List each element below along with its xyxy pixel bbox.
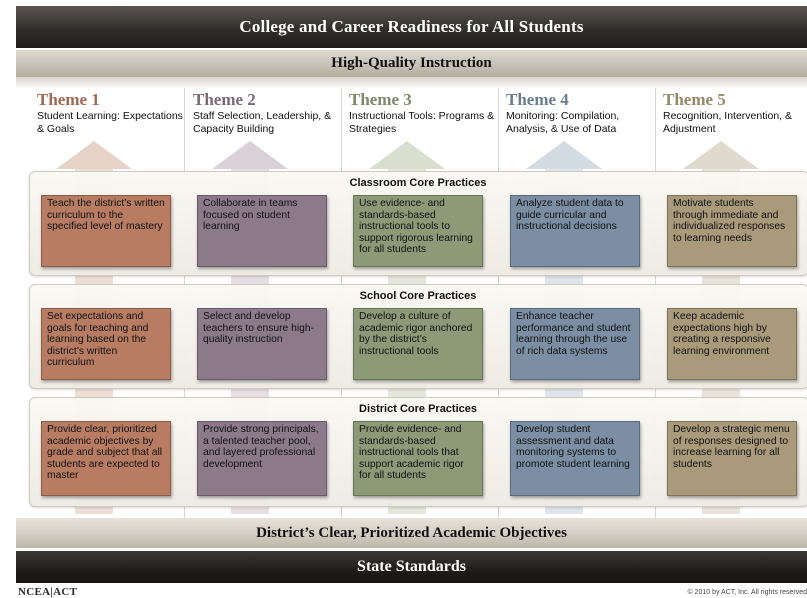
classroom-practice-theme-4: Analyze student data to guide curricular… <box>510 195 640 267</box>
theme-4-subtitle: Monitoring: Compilation, Analysis, & Use… <box>506 110 620 135</box>
district-practice-theme-2: Provide strong principals, a talented te… <box>197 421 327 496</box>
main-title-banner: College and Career Readiness for All Stu… <box>16 6 807 48</box>
theme-3-title: Theme 3 <box>349 90 412 109</box>
classroom-practices-title: Classroom Core Practices <box>349 177 487 189</box>
theme-2-title: Theme 2 <box>193 90 256 109</box>
school-practice-theme-4: Enhance teacher performance and student … <box>510 308 640 380</box>
school-practice-theme-3: Develop a culture of academic rigor anch… <box>353 308 483 380</box>
theme-5-subtitle: Recognition, Intervention, & Adjustment <box>663 110 792 135</box>
school-practice-theme-1: Set expectations and goals for teaching … <box>41 308 171 380</box>
classroom-practice-theme-1: Teach the district’s written curriculum … <box>41 195 171 267</box>
theme-2-arrow-head <box>212 141 288 169</box>
main-title: College and Career Readiness for All Stu… <box>239 17 584 36</box>
district-practice-theme-4: Develop student assessment and data moni… <box>510 421 640 496</box>
district-practice-theme-5: Develop a strategic menu of responses de… <box>667 421 797 496</box>
theme-1-subtitle: Student Learning: Expectations & Goals <box>37 110 183 135</box>
district-objectives-label: District’s Clear, Prioritized Academic O… <box>256 524 567 541</box>
theme-3-heading: Theme 3 Instructional Tools: Programs & … <box>349 91 497 136</box>
school-practices-title: School Core Practices <box>359 290 477 302</box>
theme-4-title: Theme 4 <box>506 90 569 109</box>
theme-4-arrow-head <box>526 141 602 169</box>
high-quality-instruction-banner: High-Quality Instruction <box>16 50 807 77</box>
theme-2-heading: Theme 2 Staff Selection, Leadership, & C… <box>193 91 341 136</box>
theme-5-title: Theme 5 <box>663 90 726 109</box>
theme-1-heading: Theme 1 Student Learning: Expectations &… <box>37 91 185 136</box>
theme-5-arrow-head <box>683 141 759 169</box>
classroom-practice-theme-3: Use evidence- and standards-based instru… <box>353 195 483 267</box>
theme-3-subtitle: Instructional Tools: Programs & Strategi… <box>349 110 495 135</box>
state-standards-banner: State Standards <box>16 551 807 583</box>
theme-1-arrow-head <box>56 141 132 169</box>
school-practice-theme-2: Select and develop teachers to ensure hi… <box>197 308 327 380</box>
theme-5-heading: Theme 5 Recognition, Intervention, & Adj… <box>663 91 807 136</box>
classroom-practice-theme-5: Motivate students through immediate and … <box>667 195 797 267</box>
theme-3-arrow-head <box>369 141 445 169</box>
high-quality-instruction-label: High-Quality Instruction <box>331 55 492 71</box>
theme-1-title: Theme 1 <box>37 90 100 109</box>
school-practice-theme-5: Keep academic expectations high by creat… <box>667 308 797 380</box>
ncea-act-logo: NCEA|ACT <box>18 586 78 598</box>
state-standards-label: State Standards <box>357 558 466 575</box>
theme-2-subtitle: Staff Selection, Leadership, & Capacity … <box>193 110 332 135</box>
district-practices-title: District Core Practices <box>359 403 477 415</box>
district-objectives-banner: District’s Clear, Prioritized Academic O… <box>16 518 807 548</box>
district-practice-theme-3: Provide evidence- and standards-based in… <box>353 421 483 496</box>
district-practice-theme-1: Provide clear, prioritized academic obje… <box>41 421 171 496</box>
theme-4-heading: Theme 4 Monitoring: Compilation, Analysi… <box>506 91 654 136</box>
classroom-practice-theme-2: Collaborate in teams focused on student … <box>197 195 327 267</box>
banner-shadow <box>16 77 807 89</box>
copyright-notice: © 2010 by ACT, Inc. All rights reserved <box>687 589 807 596</box>
